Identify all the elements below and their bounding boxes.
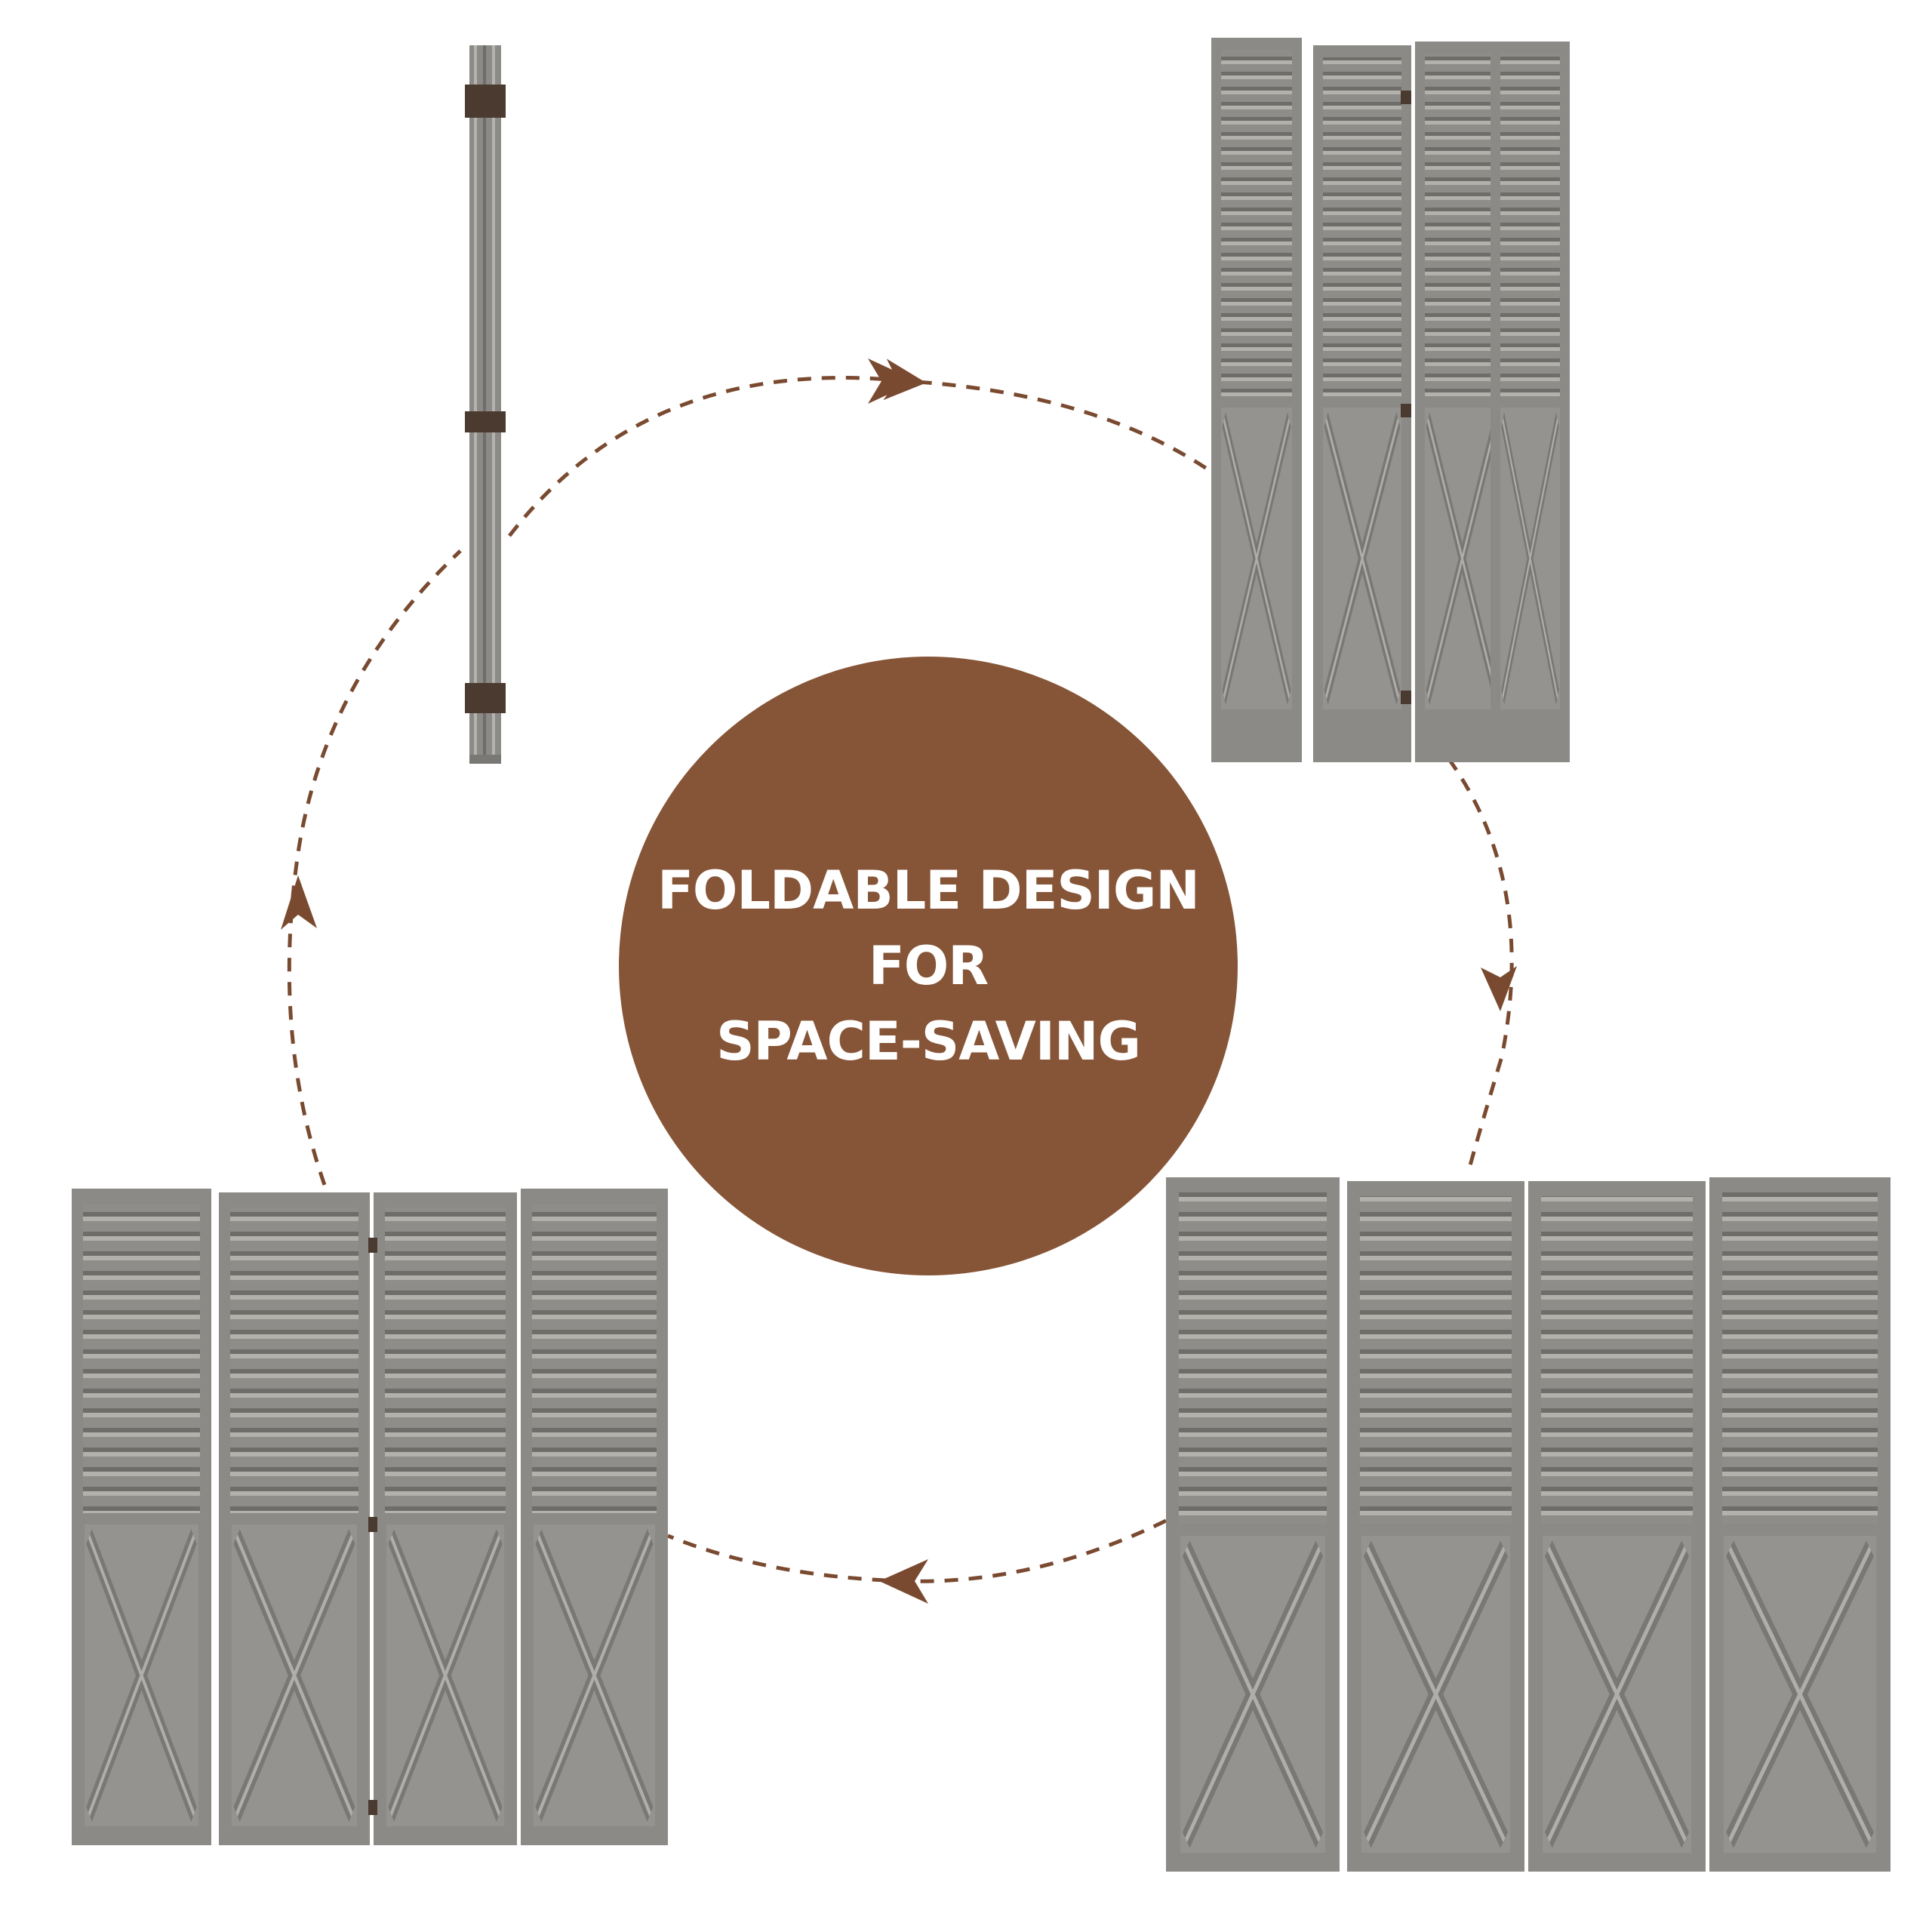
- hinge: [465, 85, 506, 118]
- screen-zigzag: [72, 1189, 668, 1845]
- hinge: [1401, 404, 1411, 417]
- hinge: [368, 1238, 377, 1253]
- panel: [72, 1189, 211, 1845]
- panel: [1709, 1177, 1890, 1872]
- screen-fully-open: [1166, 1177, 1890, 1872]
- headline-line-3: SPACE-SAVING: [716, 1011, 1141, 1072]
- hinge: [1401, 691, 1411, 704]
- hinge: [368, 1517, 377, 1532]
- hinge: [465, 683, 506, 713]
- panel: [219, 1192, 370, 1845]
- hinge: [465, 411, 506, 432]
- headline-line-2: FOR: [868, 935, 989, 997]
- arrow-left: [287, 549, 462, 1186]
- panel: [374, 1192, 517, 1845]
- hinge: [1401, 91, 1411, 104]
- arrow-right: [1432, 738, 1514, 1174]
- panel: [521, 1189, 668, 1845]
- arrowhead-top: [868, 358, 917, 404]
- headline-badge: FOLDABLE DESIGN FOR SPACE-SAVING: [619, 657, 1238, 1275]
- screen-folded: [465, 45, 506, 764]
- arrowhead-left: [281, 875, 317, 930]
- headline-line-1: FOLDABLE DESIGN: [657, 860, 1200, 921]
- panel: [1166, 1177, 1340, 1872]
- screen-partly-folded: [1211, 38, 1570, 762]
- panel: [1528, 1181, 1706, 1872]
- arrowheads: [281, 358, 1517, 1604]
- hinge: [368, 1800, 377, 1815]
- panel: [1347, 1181, 1524, 1872]
- arrow-top: [508, 358, 1213, 537]
- arrowhead-right: [1481, 966, 1517, 1011]
- arrowhead-bottom: [879, 1559, 928, 1604]
